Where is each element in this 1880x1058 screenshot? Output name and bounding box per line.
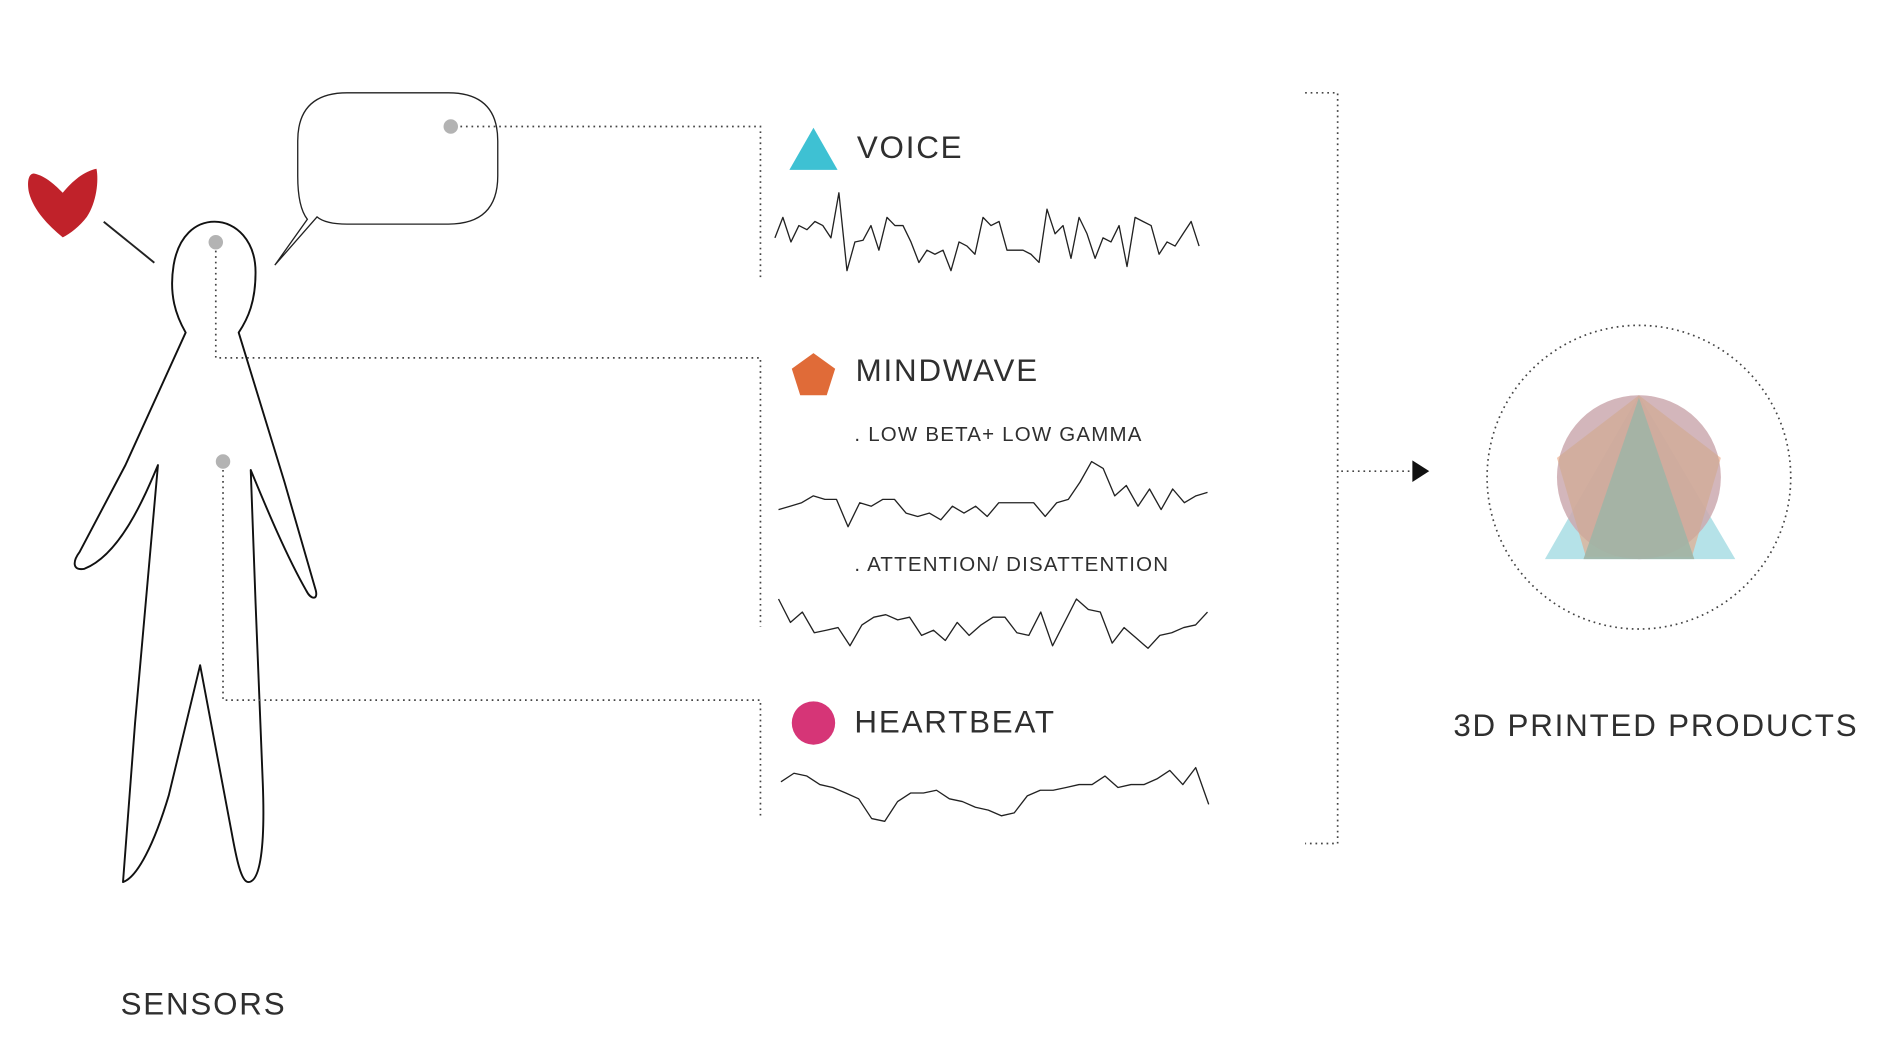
attention-waveform (777, 598, 1208, 649)
heart-icon (28, 168, 98, 238)
human-figure-outline (73, 220, 318, 884)
voice-sensor-dot (443, 119, 458, 134)
product-overlap-circle (1556, 395, 1721, 560)
low-beta-waveform (778, 460, 1208, 528)
mindwave-pentagon-icon (791, 353, 836, 396)
product-overlap-triangle (1583, 397, 1695, 560)
heartbeat-label: HEARTBEAT (854, 705, 1055, 740)
heart-connector-line (103, 220, 155, 264)
voice-triangle-icon (789, 127, 838, 170)
product-dotted-circle (1486, 324, 1792, 630)
attention-label: . ATTENTION/ DISATTENTION (854, 553, 1169, 576)
voice-label: VOICE (857, 130, 964, 165)
products-label: 3D PRINTED PRODUCTS (1453, 708, 1858, 743)
voice-waveform (774, 192, 1200, 272)
head-sensor-dot (208, 234, 224, 250)
product-shapes (1544, 395, 1736, 560)
heartbeat-waveform (780, 766, 1210, 822)
sensors-label: SENSORS (121, 987, 287, 1022)
low-beta-label: . LOW BETA+ LOW GAMMA (854, 423, 1142, 446)
voice-connector (460, 125, 762, 279)
signals-bracket (1305, 91, 1339, 845)
chest-sensor-dot (215, 454, 231, 469)
arrow-head-icon (1412, 460, 1430, 483)
speech-bubble-icon (274, 92, 499, 266)
mindwave-label: MINDWAVE (856, 353, 1039, 388)
heartbeat-connector (222, 469, 762, 820)
heartbeat-circle-icon (791, 701, 836, 745)
